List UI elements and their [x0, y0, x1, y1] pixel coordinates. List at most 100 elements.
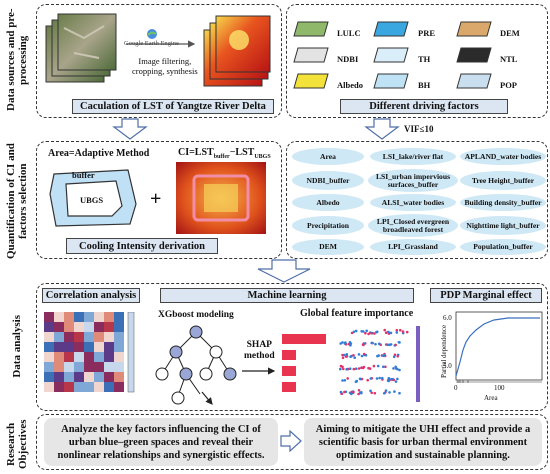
shap-dot	[352, 354, 355, 357]
global-feature-importance-label: Global feature importance	[300, 308, 414, 319]
shap-dot	[390, 377, 393, 381]
factors-caption: Different driving factors	[340, 99, 508, 114]
heatmap-cell	[84, 322, 94, 332]
decision-tree-graphic	[155, 325, 237, 405]
feature-importance-graphic	[282, 326, 420, 402]
heatmap-cell	[54, 362, 64, 372]
shap-dot	[367, 332, 370, 336]
pdp-ylabel: Partial dependence	[440, 324, 448, 378]
pdp-xlabel: Area	[484, 394, 498, 402]
shap-dot	[373, 332, 376, 335]
factor-albedo: Albedo	[337, 80, 363, 90]
shap-dot	[394, 380, 398, 383]
correlation-heatmap	[44, 312, 135, 393]
shap-dot	[384, 389, 388, 392]
shap-dot	[397, 341, 401, 344]
factor-ntl: NTL	[500, 54, 518, 64]
shap-dot	[366, 378, 369, 382]
heatmap-cell	[104, 342, 114, 352]
factor-pill: DEM	[292, 239, 364, 255]
importance-bar	[282, 350, 296, 360]
factor-pill: Precipitation	[292, 216, 364, 235]
heatmap-cell	[94, 322, 104, 332]
factor-thumbnails-col1	[293, 21, 329, 89]
heatmap-cell	[54, 372, 64, 382]
shap-dot	[382, 365, 385, 369]
shap-dot	[354, 329, 358, 333]
shap-dot	[375, 377, 379, 380]
ubgs-label: UBGS	[80, 195, 104, 205]
heatmap-cell	[54, 332, 64, 342]
right-arrow	[280, 430, 302, 452]
shap-dot	[357, 367, 361, 370]
machine-learning-label: Machine learning	[160, 288, 414, 303]
heatmap-cell	[104, 372, 114, 382]
shap-dot	[387, 379, 390, 383]
adaptive-method-label: Area=Adaptive Method	[48, 148, 150, 159]
shap-dot	[392, 378, 396, 382]
heatmap-cell	[94, 372, 104, 382]
lst-panel	[36, 4, 282, 118]
objective-left: Analyze the key factors influencing the …	[44, 418, 278, 466]
pdp-chart	[455, 311, 543, 383]
heatmap-cell	[64, 352, 74, 362]
shap-dot	[382, 354, 385, 358]
importance-bar	[282, 382, 296, 392]
ci-formula: CI=LSTbuffer−LSTUBGS	[178, 147, 271, 160]
pdp-label: PDP Marginal effect	[430, 288, 542, 303]
pdp-ytick: 6.0	[443, 314, 452, 322]
heatmap-cell	[114, 372, 124, 382]
shap-dot	[339, 367, 342, 371]
shap-dot	[388, 391, 391, 394]
shap-dot	[344, 341, 347, 344]
heatmap-cell	[74, 372, 84, 382]
shap-dot	[345, 353, 349, 356]
factor-pill: Nighttime light_buffer	[460, 216, 546, 235]
shap-dot	[358, 377, 362, 381]
heatmap-cell	[104, 352, 114, 362]
shap-dot	[369, 377, 373, 380]
shap-dot	[357, 389, 361, 392]
heatmap-cell	[44, 342, 54, 352]
shap-dot	[367, 366, 370, 370]
google-earth-engine-icon	[147, 29, 157, 39]
shap-dot	[350, 392, 353, 396]
heatmap-cell	[104, 362, 114, 372]
shap-dot	[352, 330, 356, 334]
shap-dot	[341, 356, 345, 360]
shap-dot	[360, 354, 364, 358]
shap-dot	[376, 364, 380, 368]
factor-pill: LSI_lake/river flat	[370, 148, 456, 165]
section-label-research-objectives: Research Objectives	[5, 419, 29, 469]
section-label-data-analysis: Data analysis	[11, 314, 23, 378]
heatmap-cell	[104, 382, 114, 392]
heatmap-cell	[74, 342, 84, 352]
heatmap-cell	[84, 332, 94, 342]
heatmap-cell	[74, 382, 84, 392]
heatmap-cell	[54, 322, 64, 332]
shap-arrow	[242, 367, 276, 375]
shap-dot	[388, 343, 391, 347]
heatmap-cell	[114, 382, 124, 392]
heatmap-cell	[114, 352, 124, 362]
shap-dot	[349, 342, 353, 345]
heatmap-cell	[44, 382, 54, 392]
pdp-xtick: 0	[454, 384, 458, 392]
heatmap-cell	[54, 382, 64, 392]
ci-caption: Cooling Intensity derivation	[66, 238, 218, 254]
heatmap-cell	[64, 382, 74, 392]
heatmap-cell	[74, 352, 84, 362]
shap-dot	[377, 342, 381, 346]
shap-dot	[373, 391, 377, 395]
factor-pill: Area	[292, 148, 364, 165]
shap-dot	[365, 329, 368, 333]
lst-caption: Caculation of LST of Yangtze River Delta	[72, 99, 274, 114]
heat-map-graphic	[176, 162, 266, 234]
heatmap-cell	[94, 312, 104, 322]
factor-pill: LPI_Grassland	[370, 239, 456, 255]
heatmap-cell	[74, 312, 84, 322]
shap-dot	[362, 330, 365, 333]
shap-dot	[394, 365, 397, 369]
heatmap-cell	[74, 322, 84, 332]
buffer-diagram	[49, 169, 137, 227]
